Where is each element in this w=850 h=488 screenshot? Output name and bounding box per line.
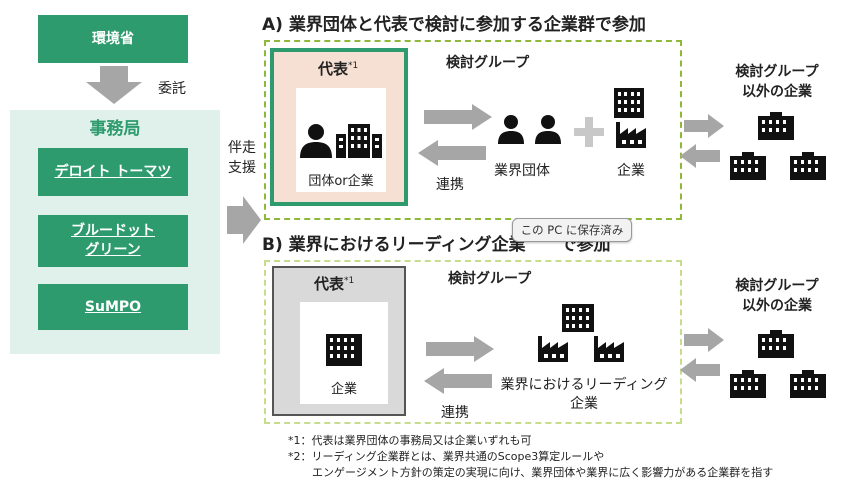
section-a-group-frame: [264, 40, 682, 220]
section-a-company-label: 企業: [617, 163, 645, 179]
member-label-bluedot: ブルードット グリーン: [71, 223, 155, 258]
member-box-deloitte: デロイト トーマツ: [38, 148, 188, 196]
section-b-rep-label: 代表*1: [314, 273, 354, 294]
saved-toast[interactable]: この PC に保存済み: [512, 218, 632, 242]
left-arrow-icon: [418, 140, 486, 166]
support-label-line1: 伴走: [228, 140, 256, 156]
member-box-bluedot: ブルードット グリーン: [38, 215, 188, 267]
outside-building-icon: [790, 370, 826, 398]
section-a-outside-label: 検討グループ 以外の企業: [735, 64, 819, 100]
support-label-line2: 支援: [228, 160, 256, 176]
leading-building-icon: [562, 304, 594, 332]
section-a-rep-label-text: 代表: [318, 60, 349, 78]
section-a-rep-label: 代表*1: [318, 58, 358, 79]
section-a-assoc-label: 業界団体: [494, 163, 550, 179]
section-b-group-frame: [264, 260, 682, 424]
building-icon: [326, 334, 362, 366]
support-label: 伴走 支援: [224, 138, 260, 178]
footnotes: *1：代表は業界団体の事務局又は企業いずれも可 *2：リーディング企業群とは、業…: [288, 433, 773, 481]
support-arrow-icon: [227, 196, 261, 244]
building-icon: [336, 124, 382, 158]
footnote-1-text: 代表は業界団体の事務局又は企業いずれも可: [311, 434, 532, 447]
ministry-box: 環境省: [38, 15, 188, 63]
saved-toast-text: この PC に保存済み: [520, 223, 624, 237]
footnote-1: *1：代表は業界団体の事務局又は企業いずれも可: [288, 433, 773, 449]
delegation-label: 委託: [158, 81, 186, 97]
section-b-leading-label: 業界におけるリーディング 企業: [500, 377, 668, 412]
member-label-sumpo: SuMPO: [84, 298, 142, 315]
people-icon: [300, 124, 332, 158]
association-people-icon: [498, 115, 561, 144]
footnote-2-mark: *2：: [288, 450, 312, 463]
section-b-rep-label-text: 代表: [314, 275, 345, 293]
section-b-link-label: 連携: [441, 405, 469, 421]
section-b-rep-sup: *1: [344, 276, 355, 286]
factory-icon: [594, 336, 624, 362]
factory-icon: [616, 122, 646, 148]
ministry-label: 環境省: [92, 30, 134, 47]
outer-right-arrow-icon: [684, 114, 724, 138]
outer-left-arrow-icon: [680, 144, 720, 168]
outside-building-icon: [730, 370, 766, 398]
right-arrow-icon: [426, 336, 494, 362]
section-a-link-label: 連携: [436, 177, 464, 193]
section-b-group-label: 検討グループ: [448, 271, 532, 287]
footnote-2-text: リーディング企業群とは、業界共通のScope3算定ルールや: [311, 450, 605, 463]
section-a-rep-caption: 団体or企業: [308, 174, 374, 189]
section-b-title-pre: B) 業界におけるリーディング企業: [262, 235, 526, 255]
outer-right-arrow-icon: [684, 328, 724, 352]
outside-building-icon: [758, 330, 794, 358]
footnote-3: エンゲージメント方針の策定の実現に向け、業界団体や業界に広く影響力がある企業群を…: [288, 465, 773, 481]
down-arrow-icon: [86, 66, 142, 104]
section-b-rep-caption: 企業: [330, 382, 357, 397]
footnote-1-mark: *1：: [288, 434, 312, 447]
footnote-2: *2：リーディング企業群とは、業界共通のScope3算定ルールや: [288, 449, 773, 465]
outside-building-icon: [758, 112, 794, 140]
outside-building-icon: [730, 152, 766, 180]
section-a-rep-sup: *1: [348, 61, 359, 71]
member-box-sumpo: SuMPO: [38, 284, 188, 330]
footnote-3-text: エンゲージメント方針の策定の実現に向け、業界団体や業界に広く影響力がある企業群を…: [312, 466, 774, 479]
company-building-icon: [614, 88, 644, 118]
outer-left-arrow-icon: [680, 358, 720, 382]
outside-building-icon: [790, 152, 826, 180]
member-label-deloitte: デロイト トーマツ: [54, 163, 172, 180]
secretariat-title: 事務局: [89, 119, 141, 139]
factory-icon: [538, 336, 568, 362]
plus-icon: [574, 117, 604, 147]
section-b-outside-label: 検討グループ 以外の企業: [735, 278, 819, 314]
section-a-group-label: 検討グループ: [446, 55, 530, 71]
section-a-title: A) 業界団体と代表で検討に参加する企業群で参加: [262, 15, 646, 35]
left-arrow-icon: [424, 368, 492, 394]
right-arrow-icon: [424, 104, 492, 130]
